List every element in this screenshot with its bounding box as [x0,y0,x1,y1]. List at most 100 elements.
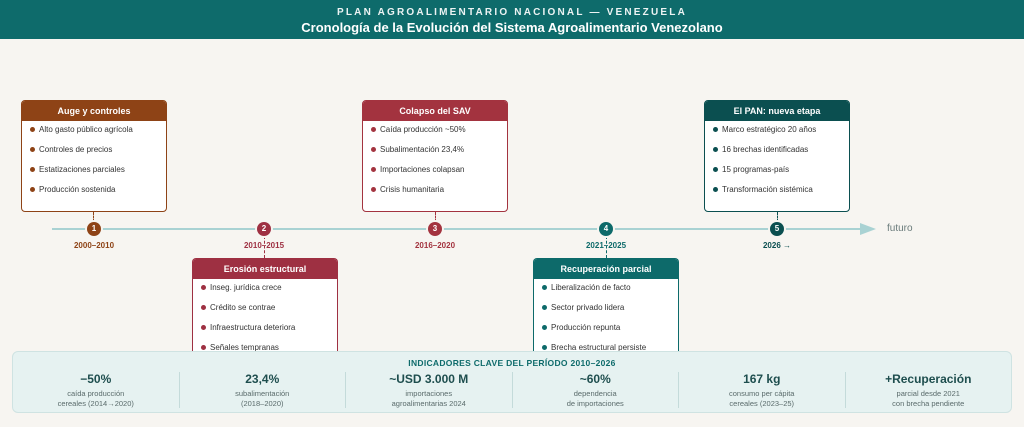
indicator-desc: caída producción [67,389,125,398]
stage-period-3: 2016–2020 [414,241,456,250]
indicator-value: ~60% [579,372,611,386]
list-item: Sector privado lidera [542,301,672,321]
bullet-icon [201,325,206,330]
bullet-icon [713,127,718,132]
bullet-icon [201,345,206,350]
stage-card-title: El PAN: nueva etapa [705,101,849,121]
indicator-item: −50% caída producción cereales (2014→202… [13,372,180,408]
timeline-arrow-icon [860,223,876,235]
list-item: Transformación sistémica [713,183,843,203]
stage-marker-4: 4 [599,222,613,236]
bullet-icon [713,187,718,192]
list-item: Crisis humanitaria [371,183,501,203]
indicator-item: ~60% dependencia de importaciones [513,372,679,408]
indicator-desc: consumo per cápita [729,389,795,398]
list-item: Caída producción ~50% [371,123,501,143]
list-item: Producción repunta [542,321,672,341]
indicator-desc: cereales (2023–25) [729,399,795,408]
bullet-icon [201,305,206,310]
stage-card-list: Inseg. jurídica crece Crédito se contrae… [193,279,337,351]
indicator-item: ~USD 3.000 M importaciones agroalimentar… [346,372,513,408]
bullet-icon [30,167,35,172]
stage-card-list: Liberalización de facto Sector privado l… [534,279,678,351]
bullet-icon [542,325,547,330]
list-item: 16 brechas identificadas [713,143,843,163]
stage-card-title: Erosión estructural [193,259,337,279]
stage-connector-1 [93,212,94,222]
stage-period-5: 2026 → [762,241,792,250]
indicator-desc: importaciones [405,389,453,398]
indicator-desc: subalimentación [235,389,290,398]
stage-marker-5: 5 [770,222,784,236]
list-item: Importaciones colapsan [371,163,501,183]
bullet-icon [371,167,376,172]
bullet-icon [371,187,376,192]
stage-card-2: Erosión estructural Inseg. jurídica crec… [192,258,338,351]
indicator-desc: cereales (2014→2020) [57,399,134,408]
bullet-icon [30,147,35,152]
stage-card-title: Auge y controles [22,101,166,121]
indicator-item: 167 kg consumo per cápita cereales (2023… [679,372,846,408]
bullet-icon [713,167,718,172]
indicator-desc: agroalimentarias 2024 [391,399,466,408]
bullet-icon [542,285,547,290]
list-item: Crédito se contrae [201,301,331,321]
bullet-icon [30,187,35,192]
stage-period-1: 2000–2010 [73,241,115,250]
list-item: Controles de precios [30,143,160,163]
key-indicators-panel: INDICADORES CLAVE DEL PERÍODO 2010–2026 … [12,351,1012,413]
stage-card-list: Caída producción ~50% Subalimentación 23… [363,121,507,203]
bullet-icon [371,127,376,132]
list-item: 15 programas-país [713,163,843,183]
list-item: Marco estratégico 20 años [713,123,843,143]
stage-connector-5 [777,212,778,222]
list-item: Liberalización de facto [542,281,672,301]
indicator-value: −50% [80,372,112,386]
list-item: Producción sostenida [30,183,160,203]
bullet-icon [201,285,206,290]
stage-card-title: Colapso del SAV [363,101,507,121]
indicators-title: INDICADORES CLAVE DEL PERÍODO 2010–2026 [408,358,616,368]
page-supertitle: PLAN AGROALIMENTARIO NACIONAL — VENEZUEL… [336,7,687,18]
stage-connector-4 [606,236,607,258]
list-item: Inseg. jurídica crece [201,281,331,301]
stage-card-4: Recuperación parcial Liberalización de f… [533,258,679,351]
stage-card-list: Alto gasto público agrícola Controles de… [22,121,166,203]
stage-marker-3: 3 [428,222,442,236]
stage-connector-3 [435,212,436,222]
bullet-icon [30,127,35,132]
list-item: Brecha estructural persiste [542,341,672,351]
stage-period-2: 2010–2015 [243,241,285,250]
stage-card-title: Recuperación parcial [534,259,678,279]
stage-marker-2: 2 [257,222,271,236]
stage-connector-2 [264,236,265,258]
timeline-future-label: futuro [887,223,913,234]
indicator-item: +Recuperación parcial desde 2021 con bre… [846,372,1012,408]
indicator-value: 167 kg [743,372,781,386]
stage-marker-1: 1 [87,222,101,236]
stage-card-1: Auge y controles Alto gasto público agrí… [21,100,167,212]
list-item: Alto gasto público agrícola [30,123,160,143]
bullet-icon [371,147,376,152]
list-item: Infraestructura deteriora [201,321,331,341]
bullet-icon [542,305,547,310]
indicator-desc: parcial desde 2021 [896,389,960,398]
indicator-desc: de importaciones [566,399,624,408]
indicator-value: +Recuperación [885,372,972,386]
page-title: Cronología de la Evolución del Sistema A… [301,20,723,35]
stage-period-4: 2021–2025 [585,241,627,250]
timeline-axis [52,228,862,230]
stage-card-3: Colapso del SAV Caída producción ~50% Su… [362,100,508,212]
indicator-value: 23,4% [245,372,280,386]
bullet-icon [542,345,547,350]
indicator-desc: con brecha pendiente [892,399,965,408]
indicator-desc: dependencia [573,389,617,398]
indicator-desc: (2018–2020) [240,399,284,408]
indicator-value: ~USD 3.000 M [389,372,469,386]
stage-card-list: Marco estratégico 20 años 16 brechas ide… [705,121,849,203]
indicators-row: −50% caída producción cereales (2014→202… [13,372,1011,408]
bullet-icon [713,147,718,152]
stage-card-5: El PAN: nueva etapa Marco estratégico 20… [704,100,850,212]
list-item: Señales tempranas [201,341,331,351]
indicator-item: 23,4% subalimentación (2018–2020) [180,372,346,408]
